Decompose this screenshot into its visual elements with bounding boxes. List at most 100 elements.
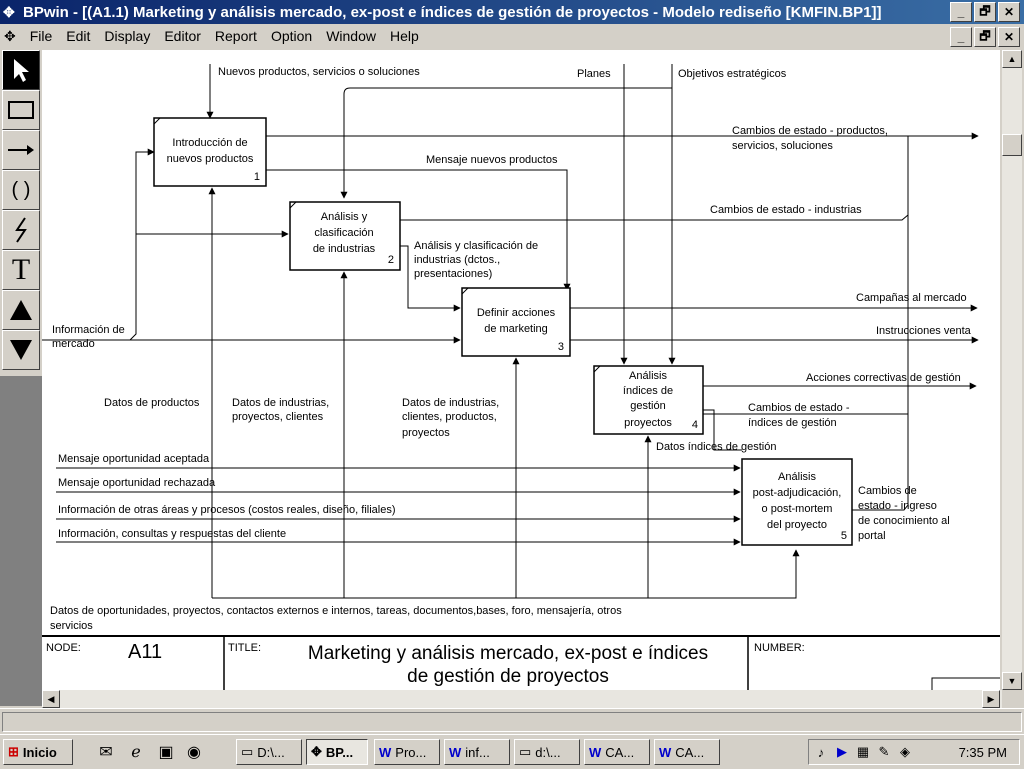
document-icon[interactable]: ✥	[4, 27, 16, 44]
label-campanas: Campañas al mercado	[856, 292, 967, 304]
menu-help[interactable]: Help	[389, 28, 419, 44]
diagram-canvas[interactable]: Introducción de nuevos productos 1 Análi…	[42, 50, 1000, 690]
tools-icon[interactable]: ✎	[878, 744, 890, 759]
box5-line4: del proyecto	[767, 519, 827, 531]
menu-report[interactable]: Report	[214, 28, 257, 44]
arrow-analisis-clasificacion[interactable]	[400, 245, 461, 312]
label-nuevos-productos: Nuevos productos, servicios o soluciones	[218, 66, 420, 78]
label-mensaje-nuevos: Mensaje nuevos productos	[426, 154, 558, 166]
quicklaunch-desktop-icon[interactable]: ▣	[158, 744, 174, 761]
label-info-mercado-1: Información de	[52, 324, 125, 336]
menu-option[interactable]: Option	[270, 28, 313, 44]
label-msg-rechazada: Mensaje oportunidad rechazada	[58, 477, 216, 489]
label-acciones-correctivas: Acciones correctivas de gestión	[806, 372, 961, 384]
triangle-up-icon	[10, 300, 32, 320]
activity-box-4[interactable]: Análisis índices de gestión proyectos 4	[593, 365, 704, 435]
box4-number: 4	[692, 419, 698, 431]
label-cambios-indices-2: índices de gestión	[748, 417, 837, 429]
window-controls: _ 🗗 ✕	[950, 2, 1020, 22]
activity-box-5[interactable]: Análisis post-adjudicación, o post-morte…	[741, 458, 853, 546]
menu-window[interactable]: Window	[326, 28, 376, 44]
label-datos-oportunidades-2: servicios	[50, 620, 93, 632]
menu-display[interactable]: Display	[104, 28, 151, 44]
pointer-tool[interactable]	[2, 50, 40, 90]
network-icon[interactable]: ▦	[856, 744, 870, 759]
maximize-button[interactable]: 🗗	[974, 2, 996, 22]
clock[interactable]: 7:35 PM	[958, 744, 1007, 760]
arrow-cambios-ingreso[interactable]	[852, 414, 909, 511]
box-icon	[8, 101, 34, 119]
vertical-scrollbar[interactable]: ▲ ▼	[1002, 50, 1022, 690]
task-bpwin[interactable]: ✥BP...	[306, 739, 368, 765]
scroll-left-button[interactable]: ◀	[42, 690, 60, 708]
label-objetivos: Objetivos estratégicos	[678, 68, 787, 80]
menu-editor[interactable]: Editor	[164, 28, 201, 44]
arrow-mensaje-nuevos[interactable]	[266, 169, 571, 291]
menu-edit[interactable]: Edit	[66, 28, 91, 44]
scroll-right-button[interactable]: ▶	[982, 690, 1000, 708]
horizontal-scrollbar[interactable]: ◀ ▶	[42, 690, 1002, 708]
task-word-inf-label: inf...	[465, 744, 490, 760]
label-cambios-ingreso-4: portal	[858, 530, 886, 542]
label-datos-industrias-1: Datos de industrias,	[232, 397, 329, 409]
label-analisis-clas-3: presentaciones)	[414, 268, 492, 280]
box3-number: 3	[558, 341, 564, 353]
box2-line3: de industrias	[313, 243, 376, 255]
footer-title-1: Marketing y análisis mercado, ex-post e …	[308, 643, 708, 664]
bolt-tool[interactable]	[2, 210, 40, 250]
box-tool[interactable]	[2, 90, 40, 130]
quicklaunch-ie-icon[interactable]: ℯ	[131, 744, 141, 761]
task-d-folder[interactable]: ▭D:\...	[236, 739, 302, 765]
activity-box-2[interactable]: Análisis y clasificación de industrias 2	[289, 201, 401, 271]
scroll-down-button[interactable]: ▼	[1002, 672, 1022, 690]
arrow-objetivos-box2[interactable]	[340, 64, 673, 199]
footer-title-2: de gestión de proyectos	[407, 666, 609, 687]
arrow-datos-indices[interactable]	[703, 409, 742, 451]
activity-box-3[interactable]: Definir acciones de marketing 3	[461, 287, 571, 357]
pointer-icon	[14, 59, 29, 82]
scroll-up-button[interactable]: ▲	[1002, 50, 1022, 68]
doc-close-button[interactable]: ✕	[998, 27, 1020, 47]
start-button[interactable]: ⊞ Inicio	[3, 739, 73, 765]
scroll-thumb[interactable]	[1002, 134, 1022, 156]
media-play-icon[interactable]: ▶	[837, 744, 847, 759]
title-bar: ✥ BPwin - [(A1.1) Marketing y análisis m…	[0, 0, 1024, 24]
menu-file[interactable]: File	[29, 28, 53, 44]
bpwin-app-icon[interactable]: ✥	[3, 4, 15, 20]
squiggle-icon	[15, 217, 27, 243]
box4-line4: proyectos	[624, 417, 672, 429]
doc-minimize-button[interactable]: _	[950, 27, 972, 47]
box4-line3: gestión	[630, 400, 665, 412]
doc-restore-button[interactable]: 🗗	[974, 27, 996, 47]
diagram-footer: NODE: A11 TITLE: Marketing y análisis me…	[42, 635, 1000, 690]
arrow-datos-oportunidades[interactable]	[212, 549, 800, 599]
squiggle-tool[interactable]: ( )	[2, 170, 40, 210]
up-tool[interactable]	[2, 290, 40, 330]
quicklaunch-outlook-icon[interactable]: ✉	[99, 744, 113, 761]
close-button[interactable]: ✕	[998, 2, 1020, 22]
box5-line1: Análisis	[778, 471, 816, 483]
task-d-folder-2[interactable]: ▭d:\...	[514, 739, 580, 765]
down-tool[interactable]	[2, 330, 40, 370]
footer-node: A11	[128, 641, 162, 663]
label-datos-productos: Datos de productos	[104, 397, 200, 409]
footer-node-label: NODE:	[46, 642, 81, 654]
volume-icon[interactable]: ♪	[817, 744, 825, 760]
label-datos-oportunidades-1: Datos de oportunidades, proyectos, conta…	[50, 605, 622, 617]
box1-line2: nuevos productos	[167, 153, 254, 165]
activity-box-1[interactable]: Introducción de nuevos productos 1	[153, 117, 267, 187]
tray-app-icon[interactable]: ◈	[900, 744, 910, 759]
arrow-info-box1[interactable]	[129, 148, 155, 341]
box5-number: 5	[841, 530, 847, 542]
text-tool[interactable]: T	[2, 250, 40, 290]
minimize-button[interactable]: _	[950, 2, 972, 22]
toolbox-empty-area	[0, 376, 42, 706]
quicklaunch-media-icon[interactable]: ◉	[187, 744, 201, 761]
label-cambios-indices-1: Cambios de estado -	[748, 402, 850, 414]
arrow-tool[interactable]	[2, 130, 40, 170]
